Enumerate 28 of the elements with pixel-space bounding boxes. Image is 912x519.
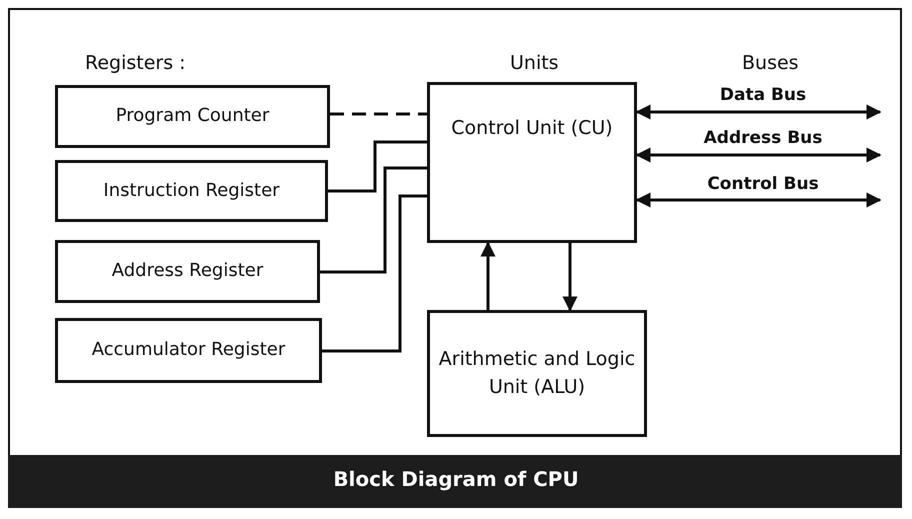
edge-label: Control Bus [707,174,819,194]
arrow [480,242,496,310]
arrow [562,243,578,312]
diagram-caption: Block Diagram of CPU [332,467,580,491]
register-box [55,318,322,383]
column-heading: Registers : [85,52,186,74]
node-label: Instruction Register [103,178,280,203]
control-unit-box [427,82,637,243]
arrow [636,148,882,162]
connector-line [328,140,427,192]
register-box [55,85,330,148]
register-box [55,160,328,222]
node-label: Accumulator Register [92,338,286,362]
node-label: Arithmetic and Logic Unit (ALU) [438,346,636,400]
column-heading: Units [510,52,559,74]
alu-box [427,310,647,437]
edge-label: Address Bus [704,128,822,148]
connector-line [322,194,427,352]
arrow [636,104,882,120]
edge-label: Data Bus [720,85,806,105]
column-heading: Buses [742,52,799,74]
node-label: Control Unit (CU) [451,116,613,141]
connector-line [320,166,427,274]
node-label: Program Counter [116,104,270,128]
connector-line [330,112,427,116]
register-box [55,240,320,303]
arrow [636,192,882,208]
node-label: Address Register [112,259,264,284]
